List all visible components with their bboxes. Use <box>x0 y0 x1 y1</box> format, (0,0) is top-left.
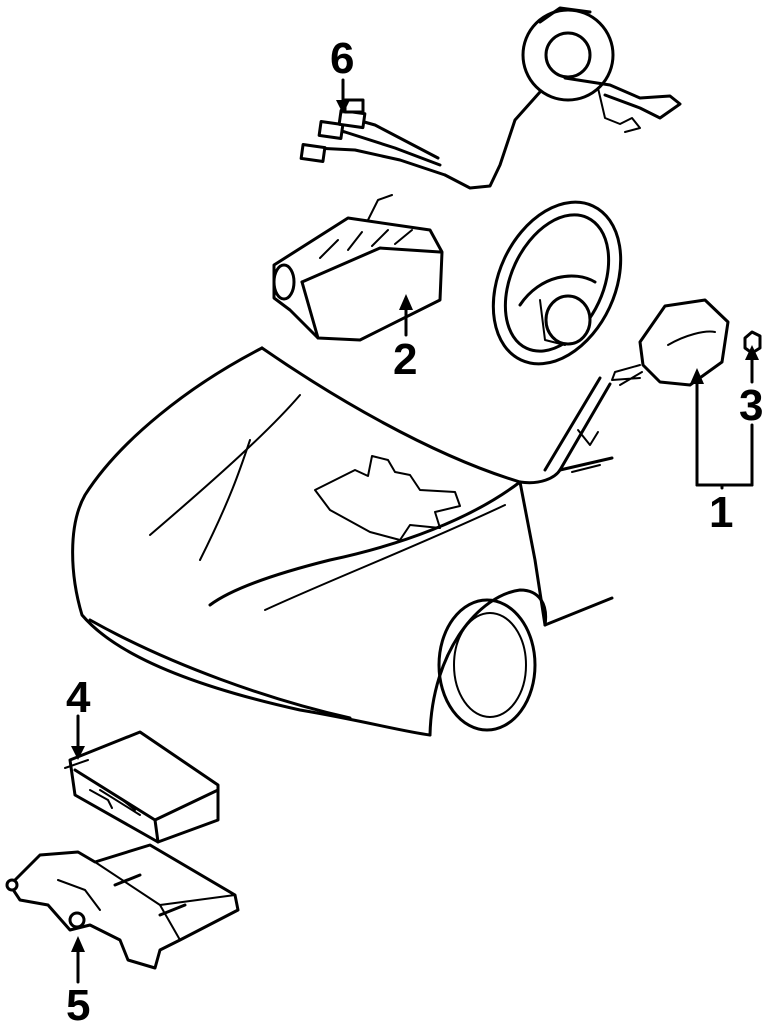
callout-2: 2 <box>393 335 417 384</box>
car-body <box>71 346 614 737</box>
callout-3: 3 <box>739 381 763 430</box>
diagnostic-module <box>64 730 220 844</box>
callout-6: 6 <box>330 34 354 83</box>
nut <box>743 330 762 355</box>
passenger-airbag-module <box>272 194 444 342</box>
mounting-bracket <box>5 843 240 970</box>
driver-airbag-pad <box>611 298 730 387</box>
callout-1: 1 <box>709 488 733 537</box>
steering-wheel <box>491 200 623 366</box>
callout-5: 5 <box>66 981 90 1024</box>
clock-spring <box>299 6 682 190</box>
callout-4: 4 <box>66 673 91 722</box>
leader-lines <box>71 78 759 984</box>
